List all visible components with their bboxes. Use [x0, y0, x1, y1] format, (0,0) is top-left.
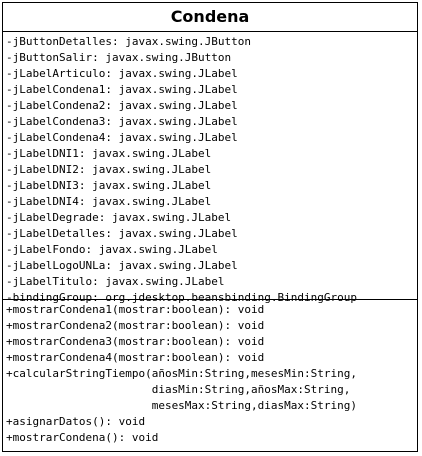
- attribute-row: -bindingGroup: org.jdesktop.beansbinding…: [6, 291, 357, 304]
- attribute-row: -jButtonDetalles: javax.swing.JButton: [6, 35, 252, 48]
- attribute-row: -jLabelDetalles: javax.swing.JLabel: [6, 227, 238, 240]
- attribute-row: -jLabelCondena3: javax.swing.JLabel: [6, 115, 238, 128]
- operation-row-continuation: diasMin:String,añosMax:String,: [6, 383, 351, 396]
- operation-row: +mostrarCondena1(mostrar:boolean): void: [6, 303, 265, 316]
- class-name: Condena: [3, 3, 417, 32]
- attribute-row: -jLabelDNI2: javax.swing.JLabel: [6, 163, 212, 176]
- uml-class-box: Condena -jButtonDetalles: javax.swing.JB…: [2, 2, 418, 452]
- operation-row: +mostrarCondena4(mostrar:boolean): void: [6, 351, 265, 364]
- operation-row-continuation: mesesMax:String,diasMax:String): [6, 399, 357, 412]
- attribute-row: -jButtonSalir: javax.swing.JButton: [6, 51, 232, 64]
- attribute-row: -jLabelDNI1: javax.swing.JLabel: [6, 147, 212, 160]
- attribute-row: -jLabelTitulo: javax.swing.JLabel: [6, 275, 225, 288]
- attribute-row: -jLabelDNI4: javax.swing.JLabel: [6, 195, 212, 208]
- attribute-row: -jLabelDNI3: javax.swing.JLabel: [6, 179, 212, 192]
- attribute-row: -jLabelLogoUNLa: javax.swing.JLabel: [6, 259, 238, 272]
- operation-row: +mostrarCondena2(mostrar:boolean): void: [6, 319, 265, 332]
- attribute-row: -jLabelCondena1: javax.swing.JLabel: [6, 83, 238, 96]
- attribute-row: -jLabelCondena4: javax.swing.JLabel: [6, 131, 238, 144]
- operations-compartment: +mostrarCondena1(mostrar:boolean): void …: [3, 300, 417, 448]
- operation-row: +asignarDatos(): void: [6, 415, 146, 428]
- operation-row: +calcularStringTiempo(añosMin:String,mes…: [6, 367, 357, 380]
- operation-row: +mostrarCondena(): void: [6, 431, 159, 444]
- attribute-row: -jLabelCondena2: javax.swing.JLabel: [6, 99, 238, 112]
- attribute-row: -jLabelDegrade: javax.swing.JLabel: [6, 211, 232, 224]
- attributes-compartment: -jButtonDetalles: javax.swing.JButton -j…: [3, 32, 417, 304]
- operation-row: +mostrarCondena3(mostrar:boolean): void: [6, 335, 265, 348]
- attribute-row: -jLabelFondo: javax.swing.JLabel: [6, 243, 218, 256]
- attribute-row: -jLabelArticulo: javax.swing.JLabel: [6, 67, 238, 80]
